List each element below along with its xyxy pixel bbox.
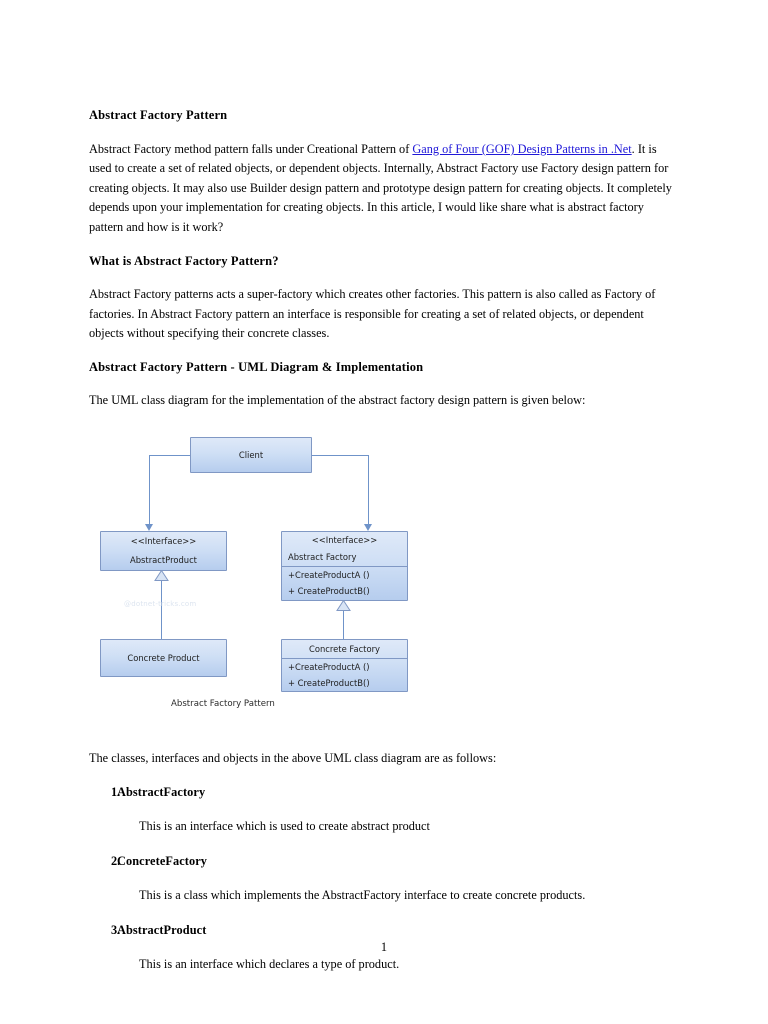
section-heading-uml: Abstract Factory Pattern - UML Diagram &… xyxy=(89,360,424,375)
term-name: AbstractProduct xyxy=(117,923,207,938)
uml-box-abstract-factory[interactable]: <<Interface>> Abstract Factory +CreatePr… xyxy=(281,530,408,601)
list-item: 2. ConcreteFactory This is a class which… xyxy=(89,854,679,905)
uml-box-concrete-product[interactable]: Concrete Product xyxy=(100,638,227,677)
page-title: Abstract Factory Pattern xyxy=(89,108,228,122)
intro-paragraph: Abstract Factory method pattern falls un… xyxy=(89,140,679,237)
connector-client-right-vertical xyxy=(368,454,370,527)
uml-box-abstract-factory-stereotype: <<Interface>> xyxy=(311,535,378,546)
generalization-triangle-abstract-product xyxy=(154,569,169,581)
page-number: 1 xyxy=(380,940,388,954)
uml-box-abstract-product-stereotype: <<Interface>> xyxy=(130,536,197,547)
uml-box-concrete-factory-method-1: + CreateProductB() xyxy=(288,678,370,689)
diagram-caption: Abstract Factory Pattern xyxy=(171,698,275,709)
uml-box-concrete-factory-title: Concrete Factory xyxy=(309,643,380,654)
uml-box-abstract-factory-method-0: +CreateProductA () xyxy=(282,565,407,583)
term-row-abstractfactory: 1. AbstractFactory xyxy=(89,785,679,800)
term-row-abstractproduct: 3. AbstractProduct xyxy=(89,923,679,938)
list-item: 3. AbstractProduct This is an interface … xyxy=(89,923,679,974)
intro-text-after-link: . It is used to create a set of related … xyxy=(89,142,672,234)
term-number: 2. xyxy=(111,854,121,869)
term-description: This is a class which implements the Abs… xyxy=(139,888,586,903)
uml-box-abstract-product-name: AbstractProduct xyxy=(130,555,197,566)
connector-concrete-factory-vertical xyxy=(343,607,345,640)
term-number: 3. xyxy=(111,923,121,938)
arrow-to-abstract-product xyxy=(145,523,153,531)
term-row-concretefactory: 2. ConcreteFactory xyxy=(89,854,679,869)
connector-client-right-horizontal xyxy=(311,454,369,457)
intro-text-before-link: Abstract Factory method pattern falls un… xyxy=(89,142,413,156)
list-item: 1. AbstractFactory This is an interface … xyxy=(89,785,679,836)
uml-box-concrete-factory[interactable]: Concrete Factory +CreateProductA () + Cr… xyxy=(281,638,408,692)
diagram-watermark: @dotnet-tricks.com xyxy=(124,599,197,608)
section-body-uml: The UML class diagram for the implementa… xyxy=(89,393,586,408)
term-description: This is an interface which is used to cr… xyxy=(139,819,430,834)
connector-client-left-vertical xyxy=(149,454,151,527)
arrow-to-abstract-factory xyxy=(364,523,372,531)
uml-box-concrete-product-title: Concrete Product xyxy=(127,652,200,663)
gof-design-patterns-link[interactable]: Gang of Four (GOF) Design Patterns in .N… xyxy=(412,142,632,156)
uml-class-diagram: Client <<Interface>> AbstractProduct <<I… xyxy=(93,428,493,723)
uml-box-abstract-factory-method-1: + CreateProductB() xyxy=(288,586,370,597)
uml-box-concrete-factory-method-0: +CreateProductA () xyxy=(282,657,407,675)
term-name: ConcreteFactory xyxy=(117,854,208,869)
uml-box-client-title: Client xyxy=(238,449,264,460)
term-description: This is an interface which declares a ty… xyxy=(139,957,400,972)
connector-concrete-product-vertical xyxy=(161,577,163,640)
uml-box-client[interactable]: Client xyxy=(190,436,312,473)
uml-box-abstract-factory-name: Abstract Factory xyxy=(288,552,357,563)
term-name: AbstractFactory xyxy=(117,785,206,800)
term-number: 1. xyxy=(111,785,121,800)
document-content: Abstract Factory Pattern Abstract Factor… xyxy=(89,108,679,992)
term-list: 1. AbstractFactory This is an interface … xyxy=(89,785,679,974)
list-intro-paragraph: The classes, interfaces and objects in t… xyxy=(89,750,497,765)
section-heading-what-is: What is Abstract Factory Pattern? xyxy=(89,254,279,269)
uml-box-abstract-product[interactable]: <<Interface>> AbstractProduct xyxy=(100,530,227,571)
section-body-what-is: Abstract Factory patterns acts a super-f… xyxy=(89,287,656,340)
generalization-triangle-abstract-factory xyxy=(336,599,351,611)
